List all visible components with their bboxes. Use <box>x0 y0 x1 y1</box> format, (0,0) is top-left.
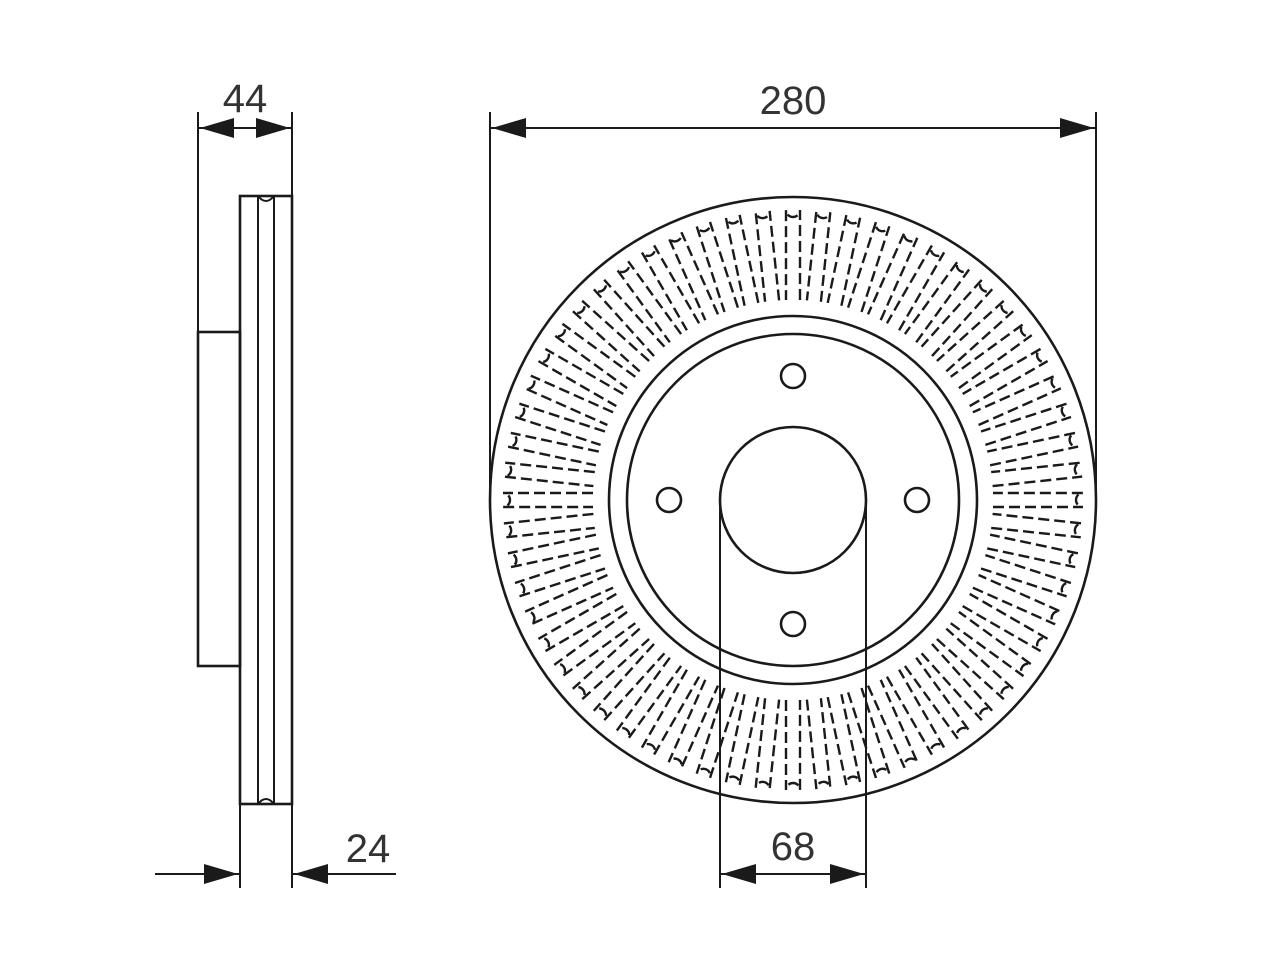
vent-slot <box>514 402 606 447</box>
vent-slot <box>524 573 614 626</box>
vent-slot <box>846 687 891 779</box>
dimension-label-68: 68 <box>771 825 816 869</box>
dimension-disc-thickness: 24 <box>155 827 396 884</box>
front-view <box>488 195 1098 805</box>
vent-slot <box>991 512 1083 539</box>
vent-slot <box>571 299 650 373</box>
vent-slot <box>846 221 891 313</box>
dimension-label-280: 280 <box>760 79 827 123</box>
vent-slot <box>993 491 1084 509</box>
vent-slot <box>524 374 614 427</box>
vent-slot <box>695 221 740 313</box>
disc-outer-rim <box>488 195 1098 805</box>
side-disc-outer <box>238 194 294 806</box>
vent-slot <box>920 643 994 722</box>
vent-slot <box>920 278 994 357</box>
dimension-label-24: 24 <box>346 827 391 871</box>
arrow-head <box>204 864 238 884</box>
vent-slot <box>826 693 862 786</box>
vent-slot <box>503 512 595 539</box>
arrow-head <box>830 864 864 884</box>
vent-slot <box>936 627 1015 701</box>
vent-slot <box>514 553 606 598</box>
vent-slot <box>885 244 946 331</box>
bolt-hole-right <box>903 486 931 514</box>
vent-slot <box>667 231 720 321</box>
vent-slot <box>537 347 624 408</box>
vent-slot <box>592 278 666 357</box>
side-vent-top <box>257 195 275 202</box>
vent-slot <box>805 698 832 790</box>
vent-slot <box>866 679 919 769</box>
vent-slot <box>972 374 1062 427</box>
vent-slot <box>502 491 593 509</box>
vent-slot <box>980 553 1072 598</box>
center-bore <box>718 425 868 575</box>
arrow-head <box>722 864 756 884</box>
vent-slot <box>553 322 637 390</box>
vent-slot <box>592 643 666 722</box>
vent-slots <box>502 209 1084 791</box>
vent-slot <box>936 299 1015 373</box>
side-hub <box>196 330 242 668</box>
vent-slot <box>784 700 802 791</box>
arrow-head <box>492 118 526 138</box>
vent-slot <box>754 210 781 302</box>
arrow-head <box>256 118 290 138</box>
vent-slot <box>903 260 971 344</box>
vent-slot <box>640 244 701 331</box>
vent-slot <box>962 592 1049 653</box>
vent-slot <box>962 347 1049 408</box>
dimension-disc-diameter: 280 <box>489 79 1097 500</box>
vent-slot <box>667 679 720 769</box>
vent-slot <box>866 231 919 321</box>
vent-slot <box>991 461 1083 488</box>
vent-slot <box>640 669 701 756</box>
vent-slot <box>615 656 683 740</box>
arrow-head <box>200 118 234 138</box>
side-vent-bottom <box>257 798 275 805</box>
vent-slot <box>949 322 1033 390</box>
vent-slot <box>507 533 600 569</box>
vent-slot <box>972 573 1062 626</box>
bolt-hole-left <box>655 486 683 514</box>
vent-slot <box>507 431 600 467</box>
vent-slot <box>724 693 760 786</box>
arrow-head <box>1060 118 1094 138</box>
side-view <box>196 112 294 888</box>
vent-slot <box>537 592 624 653</box>
dimension-overall-height: 44 <box>198 77 292 138</box>
vent-slot <box>695 687 740 779</box>
dimension-center-bore: 68 <box>719 500 867 888</box>
vent-slot <box>949 610 1033 678</box>
vent-slot <box>503 461 595 488</box>
vent-slot <box>553 610 637 678</box>
vent-slot <box>885 669 946 756</box>
vent-slot <box>754 698 781 790</box>
dimension-label-44: 44 <box>223 77 268 121</box>
vent-slot <box>986 431 1079 467</box>
hat-inner-circle <box>625 332 961 668</box>
vent-slot <box>784 209 802 300</box>
arrow-head <box>294 864 328 884</box>
vent-slot <box>986 533 1079 569</box>
vent-slot <box>903 656 971 740</box>
vent-slot <box>724 214 760 307</box>
vent-slot <box>805 210 832 302</box>
vent-slot <box>980 402 1072 447</box>
vent-slot <box>615 260 683 344</box>
vent-slot <box>826 214 862 307</box>
vent-slot <box>571 627 650 701</box>
bolt-hole-bottom <box>779 610 807 638</box>
hat-outer-circle <box>607 314 979 686</box>
bolt-hole-top <box>779 362 807 390</box>
